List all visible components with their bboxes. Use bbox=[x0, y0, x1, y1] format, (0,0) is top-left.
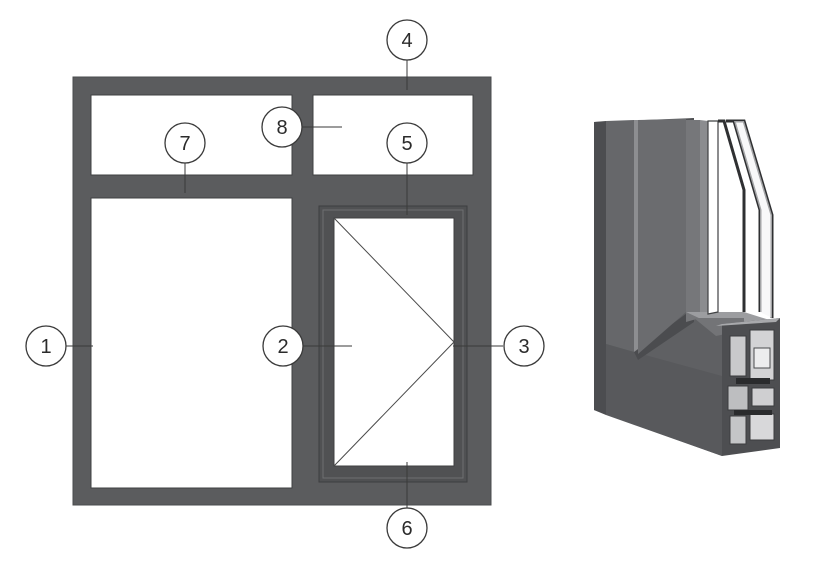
callout-7-label: 7 bbox=[179, 133, 190, 155]
casement-hinge-triangle-icon bbox=[333, 217, 455, 467]
callout-5-label: 5 bbox=[401, 133, 412, 155]
fixed-glass-left bbox=[90, 197, 293, 489]
leader-lines bbox=[64, 60, 503, 508]
aluminium-window-profile-section-icon bbox=[594, 118, 780, 456]
callout-1: 1 bbox=[25, 325, 67, 367]
callout-4: 4 bbox=[386, 19, 428, 61]
callout-2-label: 2 bbox=[277, 336, 288, 358]
callout-2: 2 bbox=[262, 325, 304, 367]
callout-5: 5 bbox=[386, 122, 428, 164]
callout-3-label: 3 bbox=[518, 336, 529, 358]
callout-4-label: 4 bbox=[401, 30, 412, 52]
callout-6-label: 6 bbox=[401, 518, 412, 540]
callout-8-label: 8 bbox=[276, 117, 287, 139]
sash-glass bbox=[333, 217, 455, 467]
callout-7: 7 bbox=[164, 122, 206, 164]
callout-1-label: 1 bbox=[40, 336, 51, 358]
callout-3: 3 bbox=[503, 325, 545, 367]
callout-6: 6 bbox=[386, 507, 428, 549]
callout-8: 8 bbox=[261, 106, 303, 148]
